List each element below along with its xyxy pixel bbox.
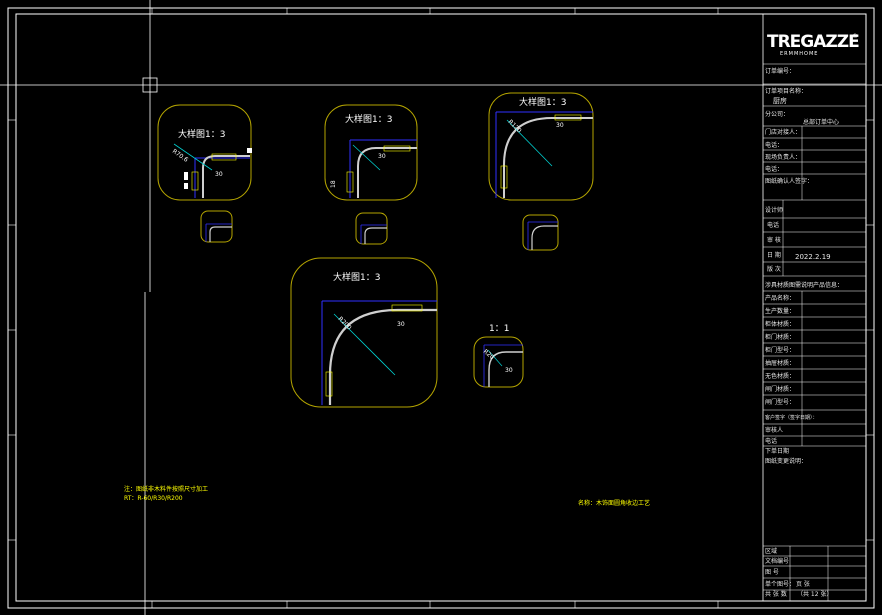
drawing-frame bbox=[7, 7, 875, 609]
svg-text:30: 30 bbox=[556, 122, 564, 129]
svg-text:30: 30 bbox=[397, 321, 405, 328]
detail-3[interactable]: 大样图1：3 30 R120 bbox=[488, 92, 594, 201]
label-total: 共 张 数 bbox=[765, 590, 787, 598]
label-drawing-no: 图 号 bbox=[765, 569, 779, 576]
svg-text:30: 30 bbox=[378, 153, 386, 160]
svg-text:ERMMHOME: ERMMHOME bbox=[780, 51, 818, 57]
detail-4-title: 大样图1：3 bbox=[333, 271, 380, 283]
label-order-no: 订单编号： bbox=[765, 67, 795, 75]
label-drawing-change: 图纸变更说明： bbox=[765, 457, 807, 465]
svg-text:®: ® bbox=[852, 33, 858, 40]
brand-logo: TREGAZZE ® ERMMHOME bbox=[767, 32, 860, 57]
label-reviewed-by: 客户签字（签字日期）： bbox=[765, 414, 818, 421]
label-date: 日 期 bbox=[767, 251, 781, 259]
svg-text:R70.6: R70.6 bbox=[171, 148, 190, 164]
value-total: （共 12 张） bbox=[797, 590, 832, 598]
label-checker-visible: 审核人 bbox=[765, 426, 783, 434]
label-inner-material: 无色材质： bbox=[765, 372, 795, 380]
detail-1[interactable]: 大样图1：3 R70.6 30 bbox=[157, 104, 252, 201]
detail-1-thumb[interactable] bbox=[200, 210, 233, 243]
detail-3-thumb[interactable] bbox=[522, 214, 559, 251]
detail-4[interactable]: 大样图1：3 30 R200 bbox=[290, 257, 438, 408]
label-qty: 生产数量： bbox=[765, 307, 795, 315]
label-order-date-visible: 下单日期 bbox=[765, 447, 789, 455]
detail-5[interactable]: 1：1 30 R20 bbox=[473, 324, 524, 388]
label-branch: 分公司： bbox=[765, 110, 789, 118]
title-block: TREGAZZE ® ERMMHOME 订单编号： 订单项目名称： 厨房 分公司… bbox=[762, 13, 867, 602]
label-door-model: 柜门型号： bbox=[765, 346, 795, 354]
label-designer: 设计师 bbox=[765, 206, 783, 214]
label-phone-3: 电话 bbox=[767, 221, 779, 229]
label-phone-1: 电话： bbox=[765, 141, 783, 149]
label-store-contact: 门店对接人： bbox=[765, 128, 801, 136]
note-right: 名称：木饰面圆角收边工艺 bbox=[578, 499, 650, 507]
label-cabinet-material: 柜体材质： bbox=[765, 320, 795, 328]
label-version: 版 次 bbox=[767, 265, 781, 273]
detail-3-title: 大样图1：3 bbox=[519, 96, 566, 108]
value-branch: 总部订单中心 bbox=[803, 118, 839, 126]
value-project: 厨房 bbox=[773, 96, 787, 105]
note-left-line2: RT：R-60/R30/R200 bbox=[124, 495, 183, 502]
label-gate-material: 闸门材质： bbox=[765, 385, 795, 393]
label-product-name: 产品名称： bbox=[765, 294, 795, 302]
note-left-line1: 注：图纸非木料件按照尺寸加工 bbox=[124, 485, 208, 493]
frame-ticks bbox=[8, 8, 874, 608]
label-drawing-confirm: 图纸确认人签字： bbox=[765, 177, 813, 185]
detail-2-thumb[interactable] bbox=[355, 212, 388, 245]
label-door-material: 柜门材质： bbox=[765, 333, 795, 341]
label-phone-2: 电话： bbox=[765, 165, 783, 173]
label-reviewer: 审 核 bbox=[767, 236, 781, 244]
notes: 注：图纸非木料件按照尺寸加工 RT：R-60/R30/R200 名称：木饰面圆角… bbox=[124, 485, 650, 507]
label-site-manager: 现场负责人： bbox=[765, 153, 801, 161]
detail-2[interactable]: 大样图1：3 30 18 bbox=[324, 104, 418, 201]
label-sheet-no: 单个图号： bbox=[765, 580, 795, 588]
label-drawer-material: 抽屉材质： bbox=[765, 359, 795, 367]
label-phone-4: 电话 bbox=[765, 437, 777, 445]
svg-text:18: 18 bbox=[330, 180, 337, 188]
detail-1-title: 大样图1：3 bbox=[178, 128, 225, 140]
svg-text:30: 30 bbox=[215, 171, 223, 178]
svg-text:TREGAZZE: TREGAZZE bbox=[767, 32, 859, 52]
label-doc-no: 文档编号 bbox=[765, 557, 789, 565]
label-project-name: 订单项目名称： bbox=[765, 87, 807, 95]
label-notice: 涉具材质图需说明产品信息： bbox=[765, 281, 843, 289]
value-date: 2022.2.19 bbox=[795, 253, 831, 261]
label-gate-model: 闸门型号： bbox=[765, 398, 795, 406]
label-sheet-count: 页 张 bbox=[796, 580, 810, 588]
detail-2-title: 大样图1：3 bbox=[345, 113, 392, 125]
detail-5-title: 1：1 bbox=[489, 324, 509, 334]
svg-text:30: 30 bbox=[505, 367, 513, 374]
label-area: 区域 bbox=[765, 547, 777, 555]
